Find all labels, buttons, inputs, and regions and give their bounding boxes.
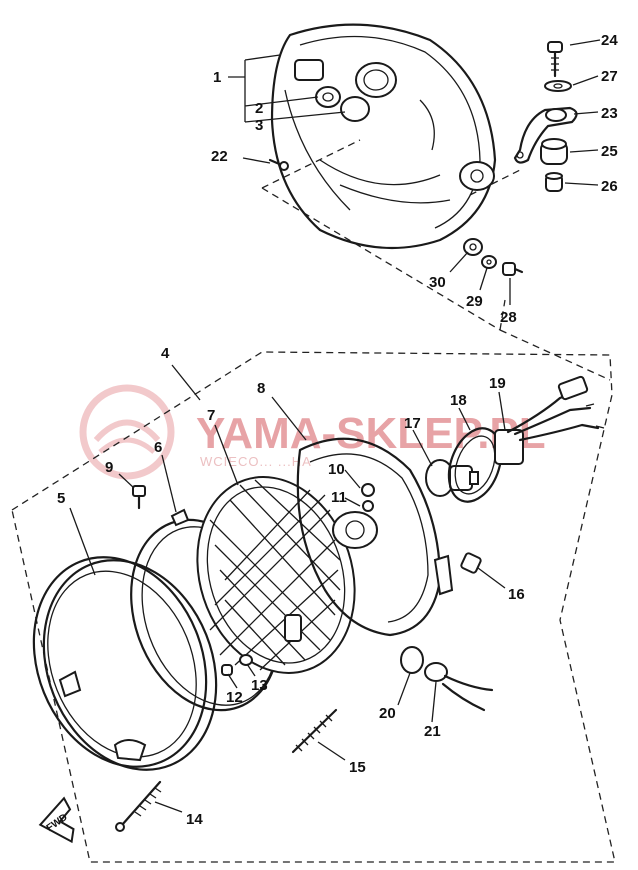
watermark: YAMA-SKLEP.PL WCIECO... ...HA [79, 384, 546, 480]
callout-17: 17 [404, 415, 421, 432]
washer-30 [463, 238, 483, 256]
callout-23: 23 [601, 105, 618, 122]
watermark-tagline: WCIECO... ...HA [200, 454, 312, 469]
callout-20: 20 [379, 705, 396, 722]
dash-line [261, 139, 361, 189]
pilot-socket-21 [424, 662, 494, 712]
callouts: 1 2 3 4 5 6 7 8 9 10 11 12 13 14 15 16 1… [57, 32, 618, 828]
callout-9: 9 [105, 459, 113, 476]
callout-27: 27 [601, 68, 618, 85]
callout-4: 4 [161, 345, 170, 362]
headlight-rim [32, 556, 218, 771]
bracket-23 [513, 106, 578, 164]
bulb-holder [447, 427, 503, 503]
callout-7: 7 [207, 407, 215, 424]
washer-27 [544, 80, 572, 92]
callout-14: 14 [186, 811, 203, 828]
callout-1: 1 [213, 69, 221, 86]
clip-16 [460, 552, 482, 574]
callout-15: 15 [349, 759, 366, 776]
collar-26 [545, 172, 563, 192]
callout-13: 13 [251, 677, 268, 694]
leader-lines [69, 39, 601, 813]
callout-18: 18 [450, 392, 467, 409]
washer-29 [481, 255, 497, 269]
callout-21: 21 [424, 723, 441, 740]
grommet-3 [340, 96, 370, 122]
callout-25: 25 [601, 143, 618, 160]
headlight-bulb [425, 459, 479, 497]
spring-15 [291, 708, 338, 754]
callout-5: 5 [57, 490, 65, 507]
callout-2: 2 [255, 100, 263, 117]
reflector-frame [296, 437, 454, 637]
screw-14 [115, 780, 162, 832]
callout-19: 19 [489, 375, 506, 392]
screw-9 [132, 485, 146, 510]
nut-13 [239, 654, 253, 666]
callout-26: 26 [601, 178, 618, 195]
callout-24: 24 [601, 32, 618, 49]
callout-10: 10 [328, 461, 345, 478]
callout-11: 11 [331, 489, 347, 506]
callout-16: 16 [508, 586, 525, 603]
sealed-beam-lens [196, 476, 356, 674]
grommet-2 [315, 86, 341, 108]
callout-6: 6 [154, 439, 162, 456]
callout-28: 28 [500, 309, 517, 326]
callout-8: 8 [257, 380, 265, 397]
callout-12: 12 [226, 689, 243, 706]
damper-25 [540, 138, 568, 165]
headlight-housing [270, 23, 497, 250]
callout-30: 30 [429, 274, 446, 291]
screw-28 [502, 262, 524, 276]
screw-12 [221, 664, 233, 676]
callout-3: 3 [255, 117, 263, 134]
callout-29: 29 [466, 293, 483, 310]
callout-22: 22 [211, 148, 228, 165]
fwd-arrow: FWD [38, 796, 75, 844]
assembly-boundary [11, 351, 616, 863]
pilot-bulb-20 [400, 646, 424, 674]
watermark-logo [79, 384, 175, 480]
socket-wiring [494, 375, 605, 465]
bolt-24 [547, 41, 563, 78]
watermark-title: YAMA-SKLEP.PL [196, 409, 546, 458]
